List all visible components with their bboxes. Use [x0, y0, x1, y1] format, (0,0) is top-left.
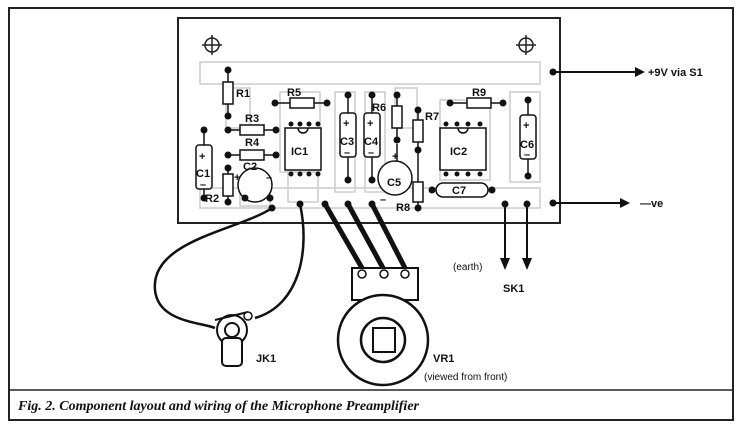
- label-r8: R8: [396, 202, 410, 214]
- supply-wire-negative: [549, 198, 630, 208]
- label-plus9v: +9V via S1: [648, 67, 703, 79]
- c4-plus: +: [367, 118, 373, 130]
- c5-minus: –: [380, 194, 386, 206]
- label-jk1: JK1: [256, 353, 276, 365]
- chip-ic2: [439, 121, 487, 177]
- c6-plus: +: [523, 120, 529, 132]
- c5-plus: +: [392, 151, 398, 163]
- label-r4: R4: [245, 137, 260, 149]
- capacitor-c1: [195, 126, 213, 202]
- figure-frame: [8, 7, 734, 421]
- c4-minus: –: [368, 147, 374, 159]
- jack-jk1: [214, 311, 253, 367]
- resistor-r8: [412, 150, 424, 212]
- resistor-r9: [446, 97, 507, 109]
- jk1-wires: [153, 200, 305, 330]
- label-vr1: VR1: [433, 353, 454, 365]
- figure-caption: Fig. 2. Component layout and wiring of t…: [17, 399, 420, 414]
- capacitor-c7: [428, 182, 496, 198]
- label-c2: C2: [243, 161, 257, 173]
- c3-plus: +: [343, 118, 349, 130]
- potentiometer-vr1: [336, 267, 430, 387]
- label-r3: R3: [245, 113, 259, 125]
- c1-minus: –: [200, 179, 206, 191]
- label-c6: C6: [520, 139, 534, 151]
- resistor-r6: [391, 91, 403, 144]
- label-negative: —ve: [640, 198, 663, 210]
- c1-plus: +: [199, 151, 205, 163]
- label-vr1-note: (viewed from front): [424, 372, 507, 383]
- resistor-r7: [412, 106, 424, 154]
- label-earth: (earth): [453, 262, 482, 273]
- mounting-hole-left: [202, 35, 222, 55]
- resistor-r1: [222, 66, 234, 120]
- capacitor-c2: [237, 167, 274, 203]
- label-r7: R7: [425, 111, 439, 123]
- resistor-r4: [224, 149, 280, 161]
- capacitor-c4: [363, 91, 381, 184]
- c3-minus: –: [344, 147, 350, 159]
- chip-ic1: [284, 121, 322, 177]
- label-c3: C3: [340, 136, 354, 148]
- label-r1: R1: [236, 88, 250, 100]
- capacitor-c3: [339, 91, 357, 184]
- resistor-r3: [224, 124, 280, 136]
- label-c7: C7: [452, 185, 466, 197]
- label-r2: R2: [205, 193, 219, 205]
- vr1-wires: [321, 200, 408, 270]
- label-ic1: IC1: [291, 146, 308, 158]
- capacitor-c6: [519, 96, 537, 180]
- label-r9: R9: [472, 87, 486, 99]
- label-c4: C4: [364, 136, 379, 148]
- sk1-wires: [500, 200, 532, 270]
- c2-minus: –: [266, 172, 272, 184]
- label-r5: R5: [287, 87, 301, 99]
- supply-wire-positive: [549, 67, 645, 77]
- label-c1: C1: [196, 168, 210, 180]
- c6-minus: –: [524, 149, 530, 161]
- resistor-r5: [271, 97, 331, 109]
- label-sk1: SK1: [503, 283, 524, 295]
- resistor-r2: [222, 164, 234, 206]
- label-ic2: IC2: [450, 146, 467, 158]
- capacitor-c5: [377, 144, 413, 196]
- c2-plus: +: [234, 172, 240, 184]
- label-c5: C5: [387, 177, 401, 189]
- mounting-hole-right: [516, 35, 536, 55]
- label-r6: R6: [372, 102, 386, 114]
